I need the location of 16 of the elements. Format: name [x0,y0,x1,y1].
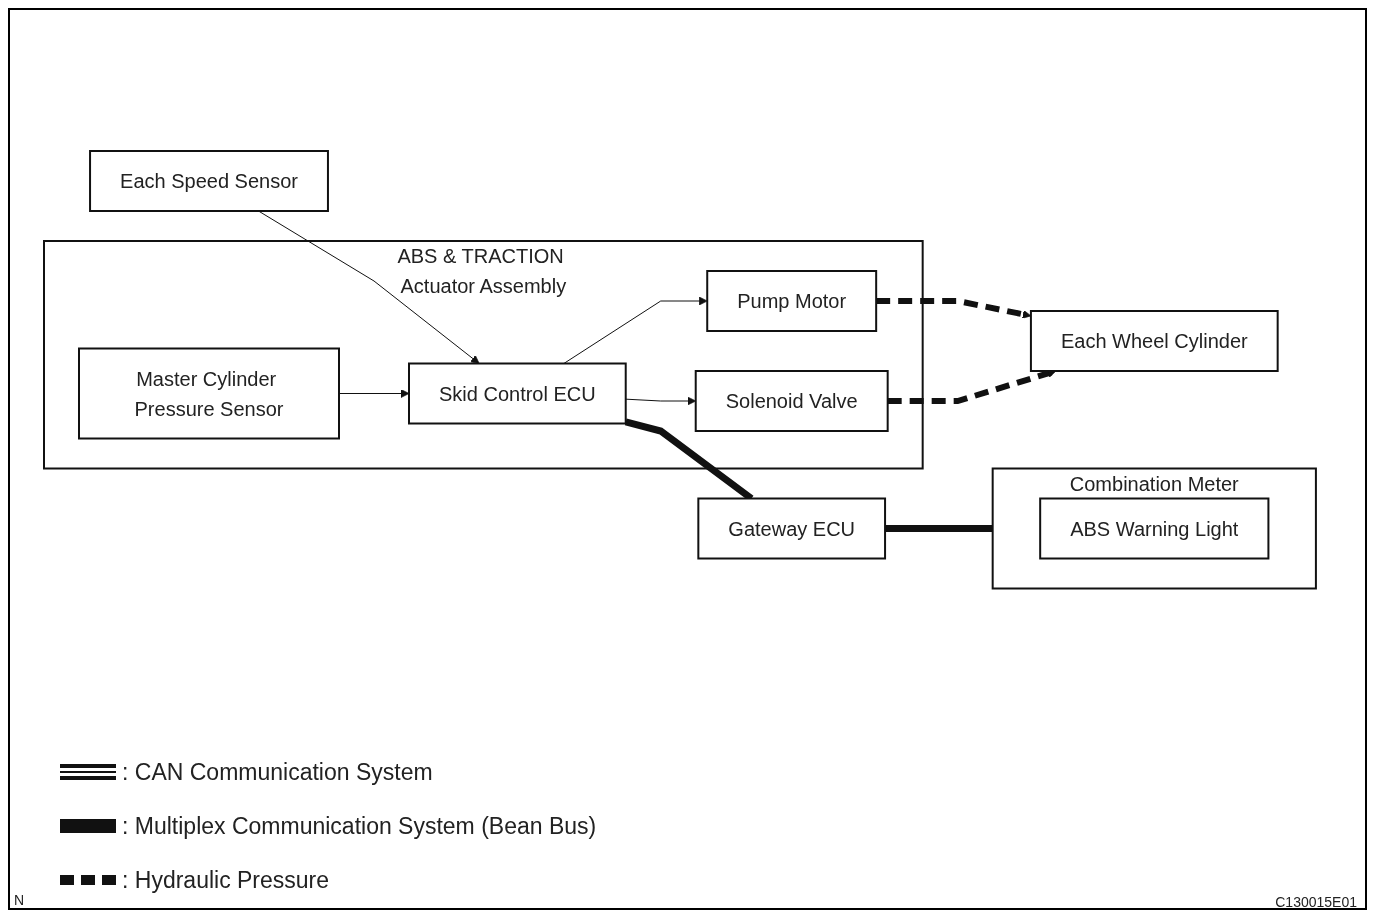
node-box: Solenoid Valve [694,370,889,433]
node-box: Pump Motor [706,270,878,333]
arrow [563,296,708,365]
arrow [258,210,480,365]
figure-code: C130015E01 [1275,894,1357,910]
legend-text: : Multiplex Communication System (Bean Bus) [122,812,597,840]
corner-note: N [14,892,25,908]
legend-text: : CAN Communication System [122,758,433,786]
node-box: Gateway ECU [697,497,887,560]
node-box: Each Wheel Cylinder [1029,310,1279,373]
node-box: Skid Control ECU [408,362,627,425]
node-box: Master Cylinder Pressure Sensor [78,347,341,440]
node-box: ABS Warning Light [1039,497,1270,560]
connector [885,525,993,533]
legend-text: : Hydraulic Pressure [122,866,330,894]
node-box: Each Speed Sensor [89,150,329,213]
